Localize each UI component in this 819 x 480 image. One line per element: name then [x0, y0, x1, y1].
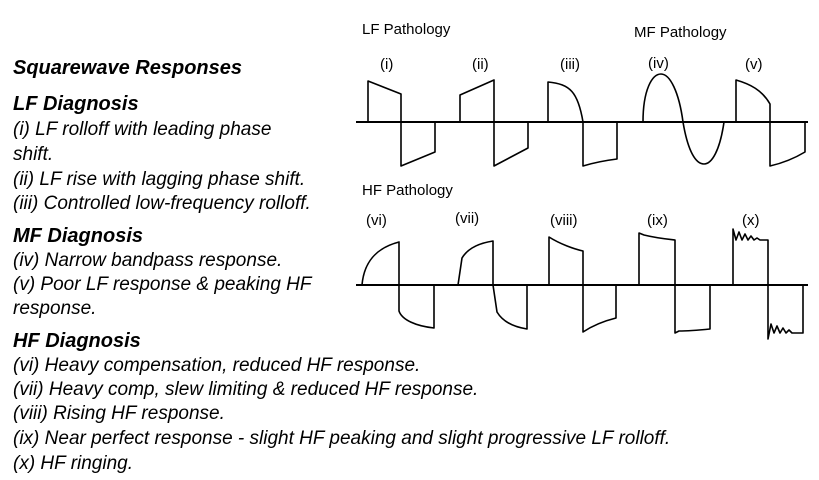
hf-item: (viii) Rising HF response. — [13, 403, 225, 424]
lf-item: (i) LF rolloff with leading phase — [13, 119, 272, 140]
label-vii: (vii) — [455, 210, 479, 227]
lf-item: (iii) Controlled low-frequency rolloff. — [13, 193, 311, 214]
label-ii: (ii) — [472, 56, 489, 73]
waveform-iii — [547, 81, 618, 167]
hf-heading: HF Diagnosis — [13, 330, 141, 352]
label-iv: (iv) — [648, 55, 669, 72]
panel-title: Squarewave Responses — [13, 57, 242, 79]
waveform-ix — [638, 232, 711, 334]
mf-item: (v) Poor LF response & peaking HF — [13, 274, 312, 295]
mf-item: (iv) Narrow bandpass response. — [13, 250, 283, 271]
label-v: (v) — [745, 56, 763, 73]
mf-heading: MF Diagnosis — [13, 225, 144, 247]
waveform-iv — [642, 73, 725, 165]
waveform-ii — [459, 79, 529, 167]
label-x: (x) — [742, 212, 760, 229]
mf-item: response. — [13, 298, 97, 319]
hf-pathology-title: HF Pathology — [362, 182, 453, 199]
label-i: (i) — [380, 56, 393, 73]
waveform-vi — [361, 241, 435, 329]
waveform-vii — [457, 240, 528, 330]
lf-pathology-title: LF Pathology — [362, 21, 451, 38]
lf-heading: LF Diagnosis — [13, 93, 139, 115]
hf-item: (x) HF ringing. — [13, 453, 134, 474]
lf-item: shift. — [13, 144, 54, 165]
waveform-v — [735, 79, 806, 167]
label-viii: (viii) — [550, 212, 578, 229]
waveform-x — [732, 228, 804, 340]
hf-item: (vii) Heavy comp, slew limiting & reduce… — [13, 379, 479, 400]
label-iii: (iii) — [560, 56, 580, 73]
hf-item: (vi) Heavy compensation, reduced HF resp… — [13, 355, 421, 376]
lf-item: (ii) LF rise with lagging phase shift. — [13, 169, 306, 190]
mf-pathology-title: MF Pathology — [634, 24, 727, 41]
waveform-i — [367, 80, 436, 167]
label-ix: (ix) — [647, 212, 668, 229]
label-vi: (vi) — [366, 212, 387, 229]
hf-item: (ix) Near perfect response - slight HF p… — [13, 428, 671, 449]
waveform-viii — [548, 236, 617, 333]
